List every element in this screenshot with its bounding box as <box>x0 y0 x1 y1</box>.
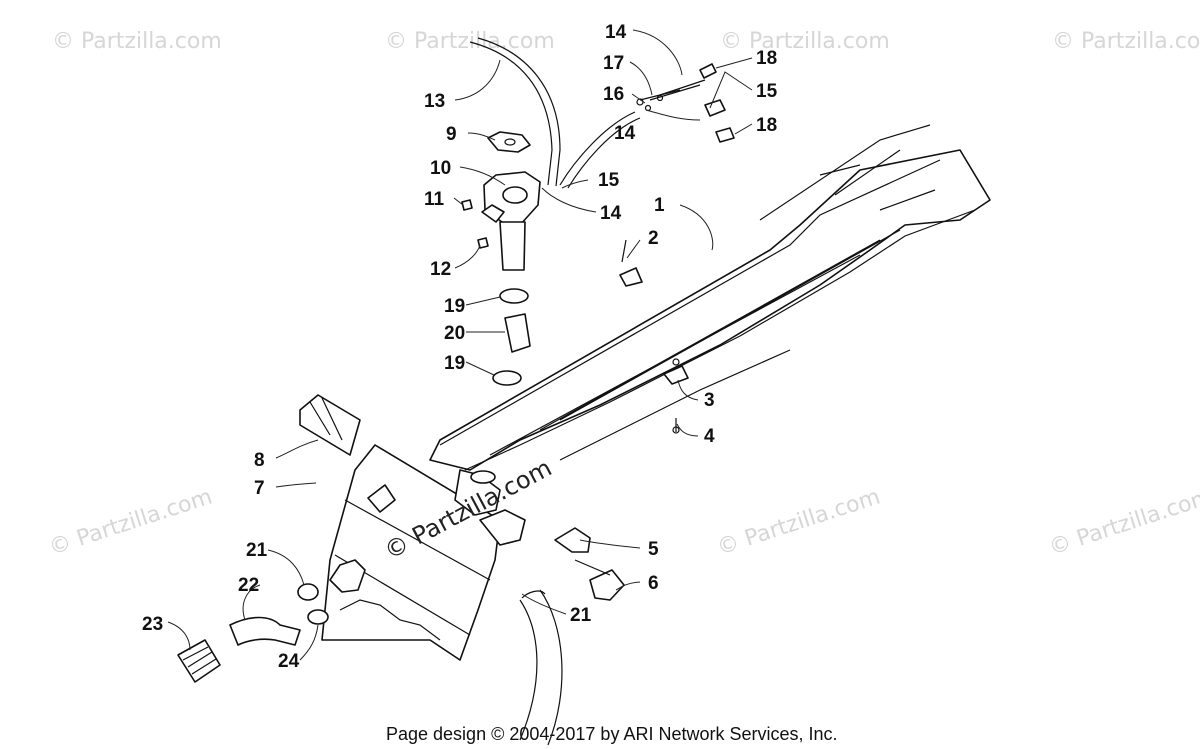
callout-17: 17 <box>603 53 624 74</box>
callout-19: 19 <box>444 296 465 317</box>
callout-14: 14 <box>605 22 627 43</box>
watermark: © Partzilla.com <box>1046 484 1200 560</box>
callout-16: 16 <box>603 84 624 105</box>
callout-18: 18 <box>756 115 777 136</box>
callout-15: 15 <box>756 81 778 102</box>
callout-3: 3 <box>704 390 715 411</box>
vent-line <box>559 63 735 189</box>
callout-24: 24 <box>278 651 300 672</box>
callout-20: 20 <box>444 323 465 344</box>
tunnel-heat-exchanger <box>429 124 991 471</box>
watermark: © Partzilla.com <box>52 29 222 54</box>
callout-19: 19 <box>444 353 465 374</box>
callout-21: 21 <box>570 605 592 626</box>
fasteners <box>663 358 689 434</box>
sensor-2 <box>619 239 643 287</box>
overflow-tube-13 <box>469 37 561 187</box>
callout-22: 22 <box>238 575 259 596</box>
callout-7: 7 <box>254 478 265 499</box>
callout-23: 23 <box>142 614 163 635</box>
leader-lines <box>167 29 753 661</box>
callout-2: 2 <box>648 228 659 249</box>
callout-21: 21 <box>246 540 268 561</box>
callout-14: 14 <box>614 123 636 144</box>
hose-clamps <box>492 288 531 386</box>
callout-10: 10 <box>430 158 451 179</box>
callout-1: 1 <box>654 195 665 216</box>
lower-outlet-hose <box>519 589 563 746</box>
watermark: © Partzilla.com <box>720 29 890 54</box>
callout-8: 8 <box>254 450 265 471</box>
callout-14: 14 <box>600 203 622 224</box>
pad-8 <box>299 394 361 456</box>
inlet-hoses <box>177 559 366 683</box>
footer-copyright: Page design © 2004-2017 by ARI Network S… <box>386 724 838 744</box>
filler-neck <box>461 131 541 271</box>
watermark: © Partzilla.com <box>1052 29 1200 54</box>
callout-18: 18 <box>756 48 777 69</box>
watermark: © Partzilla.com <box>714 484 883 560</box>
watermarks: © Partzilla.com © Partzilla.com © Partzi… <box>46 29 1200 561</box>
callout-6: 6 <box>648 573 659 594</box>
callout-15: 15 <box>598 170 620 191</box>
callout-4: 4 <box>704 426 715 447</box>
front-heat-exchanger <box>321 444 526 661</box>
watermark: © Partzilla.com <box>46 484 215 560</box>
callout-11: 11 <box>424 189 445 210</box>
callout-5: 5 <box>648 539 659 560</box>
callout-9: 9 <box>446 124 457 145</box>
callout-13: 13 <box>424 91 445 112</box>
callout-labels: 1 2 3 4 5 6 7 8 9 10 11 12 13 14 14 14 1… <box>142 22 778 672</box>
rear-bracket <box>554 527 625 601</box>
watermark: © Partzilla.com <box>385 29 555 54</box>
callout-12: 12 <box>430 259 451 280</box>
